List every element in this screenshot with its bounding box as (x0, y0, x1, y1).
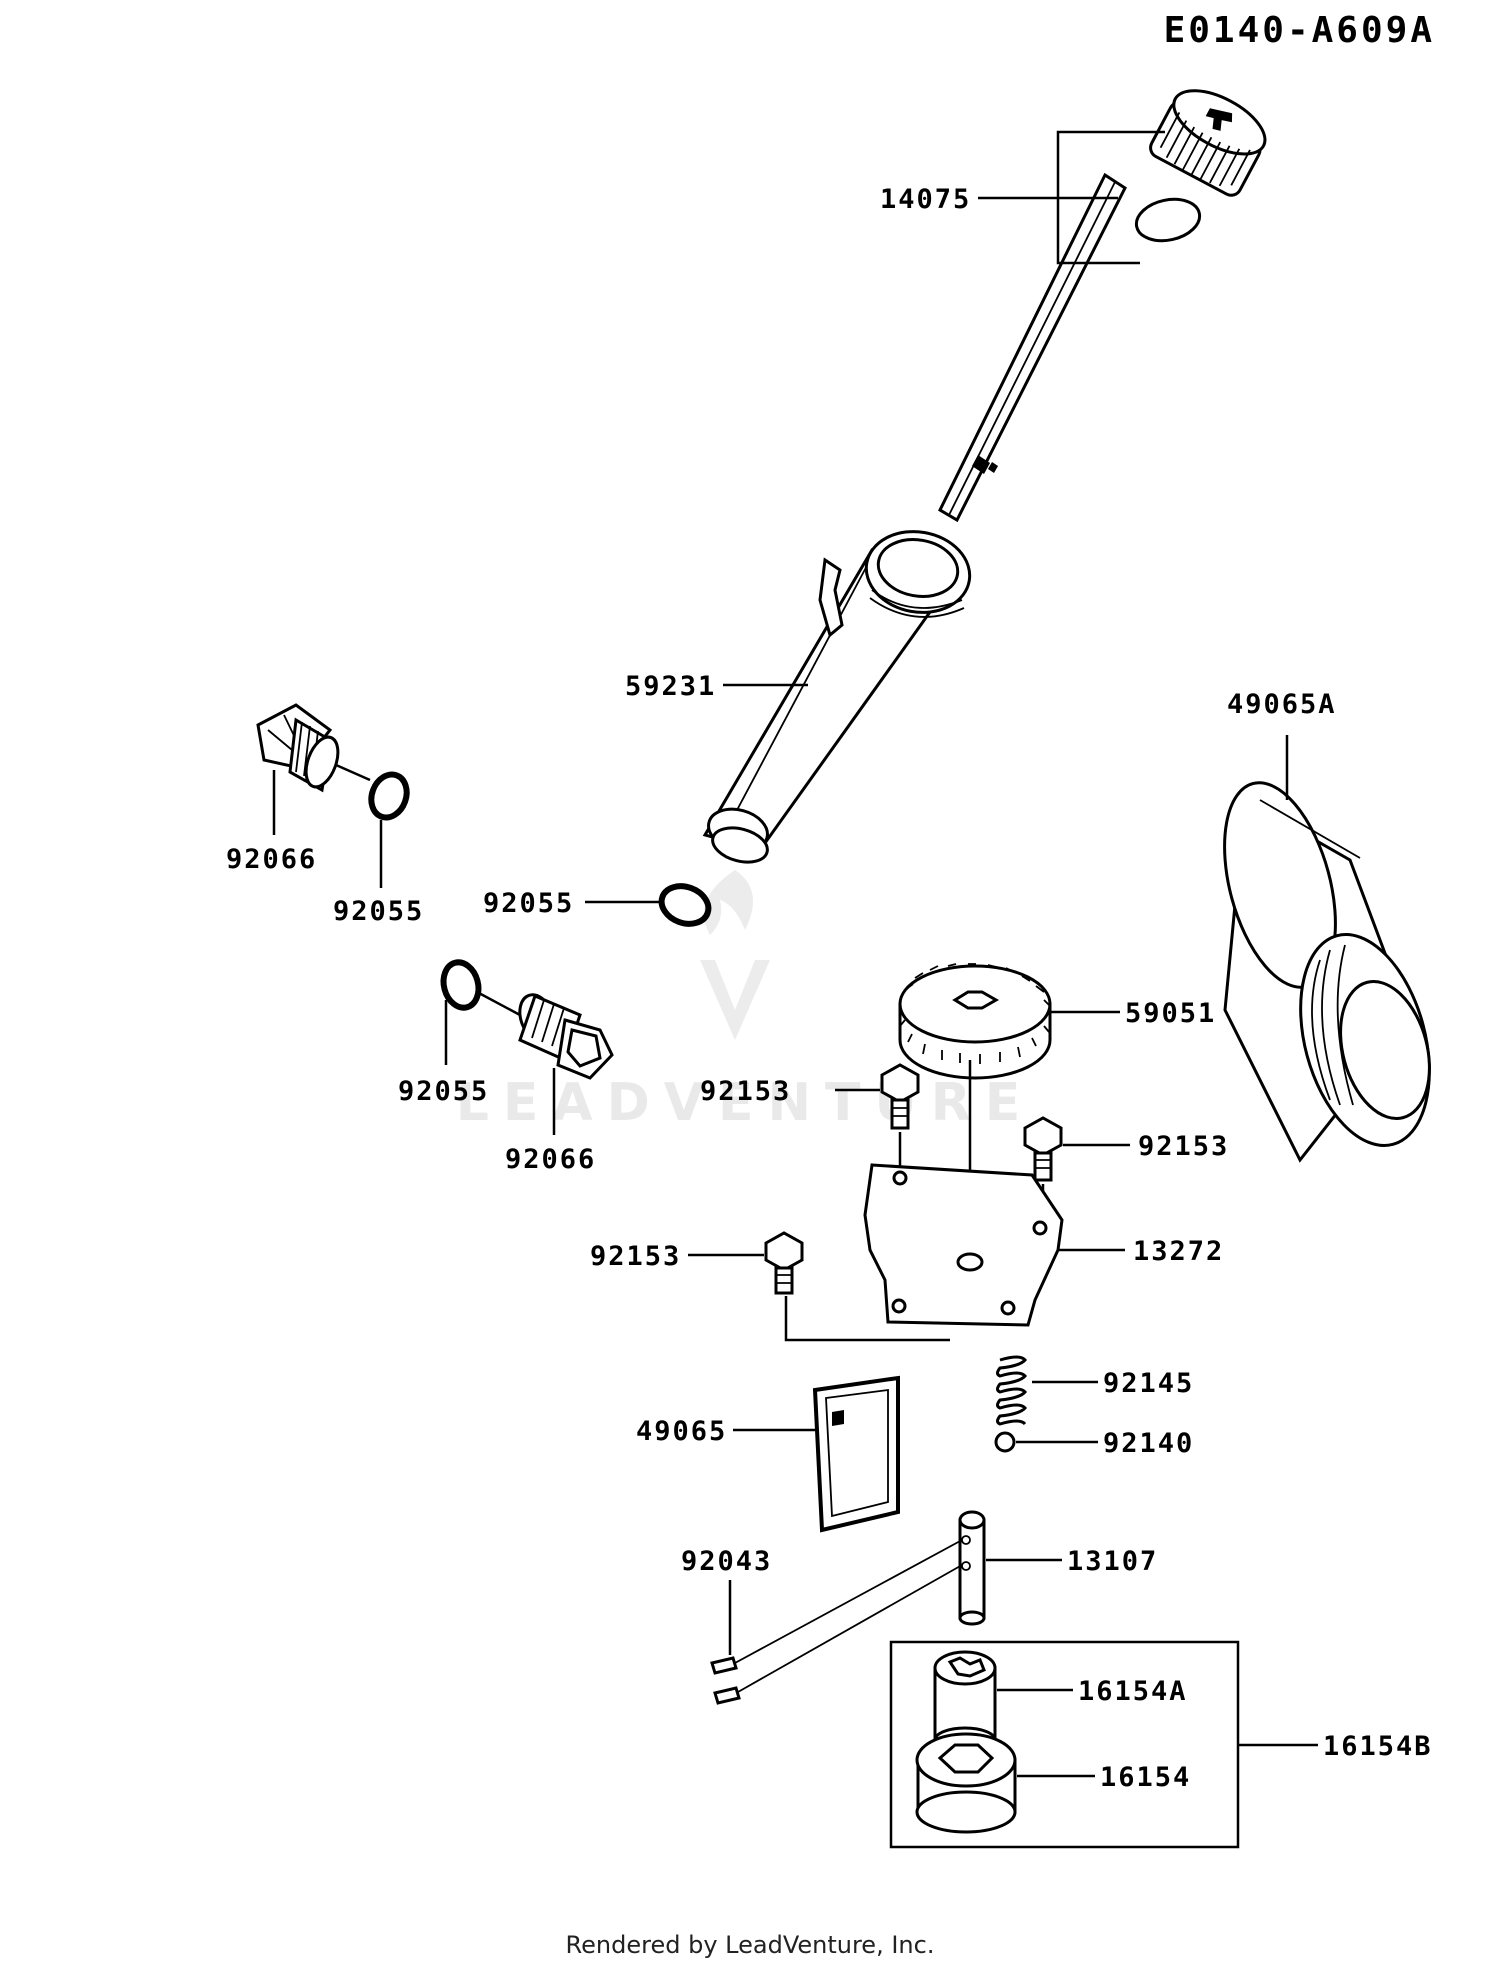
watermark: LEADVENTURE (456, 870, 1035, 1133)
watermark-text: LEADVENTURE (456, 1073, 1035, 1133)
bolt-right (1023, 1116, 1063, 1182)
o-ring-center (658, 883, 712, 927)
diagram-code: E0140-A609A (1164, 10, 1435, 51)
callout-16154B: 16154B (1323, 1731, 1433, 1762)
callout-92055-lower: 92055 (398, 1076, 489, 1107)
callout-49065A: 49065A (1227, 689, 1337, 720)
pins (710, 1539, 963, 1705)
callout-13272: 13272 (1133, 1236, 1224, 1267)
outer-rotor (915, 1732, 1017, 1834)
callout-92066-upper: 92066 (226, 844, 317, 875)
oil-filler-tube (702, 530, 972, 864)
gasket-screen (812, 1375, 900, 1533)
dipstick-assembly (938, 89, 1267, 523)
callout-92066-lower: 92066 (505, 1144, 596, 1175)
drain-plug-upper (256, 703, 340, 793)
oil-filter (1223, 781, 1431, 1163)
callout-49065: 49065 (636, 1416, 727, 1447)
callout-59051: 59051 (1125, 998, 1216, 1029)
drain-plug-lower (518, 993, 614, 1080)
callout-92055-upper: 92055 (333, 896, 424, 927)
callout-16154: 16154 (1100, 1762, 1191, 1793)
callout-92043: 92043 (681, 1546, 772, 1577)
footer-credit: Rendered by LeadVenture, Inc. (566, 1931, 935, 1959)
callout-59231: 59231 (625, 671, 716, 702)
callout-92145: 92145 (1103, 1368, 1194, 1399)
callout-92055-center: 92055 (483, 888, 574, 919)
relief-ball (994, 1431, 1016, 1453)
callout-13107: 13107 (1067, 1546, 1158, 1577)
pump-shaft (958, 1510, 986, 1626)
o-ring-upper-left (368, 771, 410, 821)
o-ring-lower-left (440, 959, 482, 1011)
bolt-left (764, 1231, 804, 1295)
callout-16154A: 16154A (1078, 1676, 1188, 1707)
oil-pump-gear (898, 963, 1052, 1080)
callout-92153-right: 92153 (1138, 1131, 1229, 1162)
callout-14075: 14075 (880, 184, 971, 215)
bolt-upper (880, 1063, 920, 1130)
callout-92153-upper: 92153 (700, 1076, 791, 1107)
callout-92140: 92140 (1103, 1428, 1194, 1459)
pump-cover-plate (863, 1163, 1064, 1327)
relief-spring (996, 1355, 1027, 1426)
callout-92153-left: 92153 (590, 1241, 681, 1272)
